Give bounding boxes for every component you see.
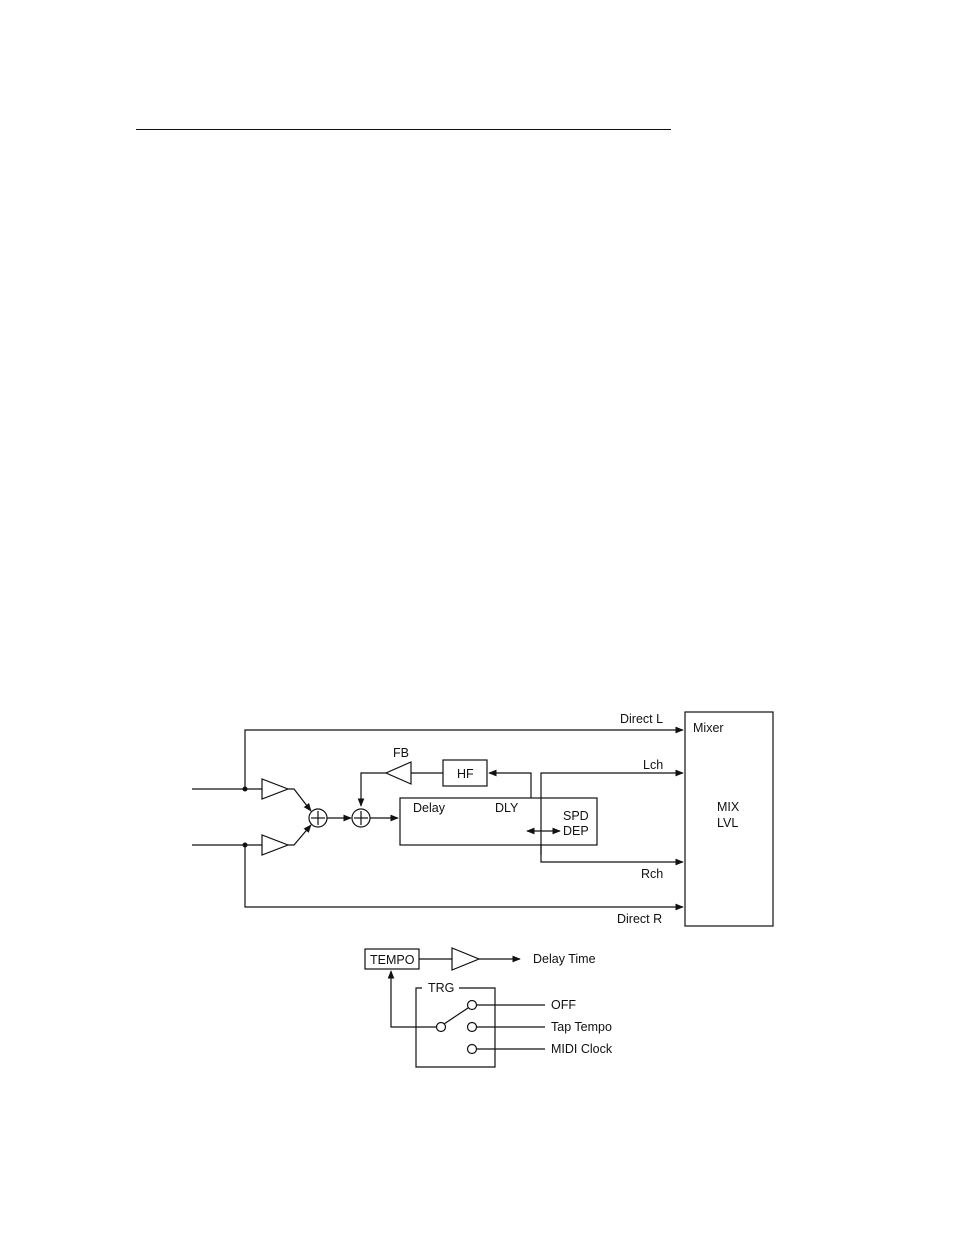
off-label: OFF — [551, 998, 576, 1012]
mix-label: MIX — [717, 800, 740, 814]
tap-tempo-label: Tap Tempo — [551, 1020, 612, 1034]
amp-r-to-sum — [288, 825, 311, 845]
rch-label: Rch — [641, 867, 663, 881]
rch-line — [541, 845, 683, 862]
delay-time-label: Delay Time — [533, 952, 596, 966]
trg-label: TRG — [428, 981, 454, 995]
dly-label: DLY — [495, 801, 519, 815]
tempo-label: TEMPO — [370, 953, 415, 967]
direct-l-label: Direct L — [620, 712, 663, 726]
fb-to-sum-line — [361, 773, 386, 806]
lvl-label: LVL — [717, 816, 738, 830]
direct-r-line — [245, 845, 683, 907]
switch-midi-terminal-icon — [468, 1045, 477, 1054]
dly-to-hf-line — [489, 773, 531, 798]
amp-l-to-sum — [288, 789, 311, 811]
midi-clock-label: MIDI Clock — [551, 1042, 613, 1056]
switch-to-tempo-line — [391, 971, 436, 1027]
spd-label: SPD — [563, 809, 589, 823]
delay-label: Delay — [413, 801, 446, 815]
lch-label: Lch — [643, 758, 663, 772]
fb-label: FB — [393, 746, 409, 760]
switch-lever — [444, 1008, 468, 1024]
switch-off-terminal-icon — [468, 1001, 477, 1010]
input-amp-r-icon — [262, 835, 288, 855]
input-amp-l-icon — [262, 779, 288, 799]
switch-tap-terminal-icon — [468, 1023, 477, 1032]
direct-r-label: Direct R — [617, 912, 662, 926]
tempo-amp-icon — [452, 948, 479, 970]
fb-amp-icon — [386, 762, 411, 784]
dep-label: DEP — [563, 824, 589, 838]
hf-label: HF — [457, 767, 474, 781]
mixer-label: Mixer — [693, 721, 724, 735]
